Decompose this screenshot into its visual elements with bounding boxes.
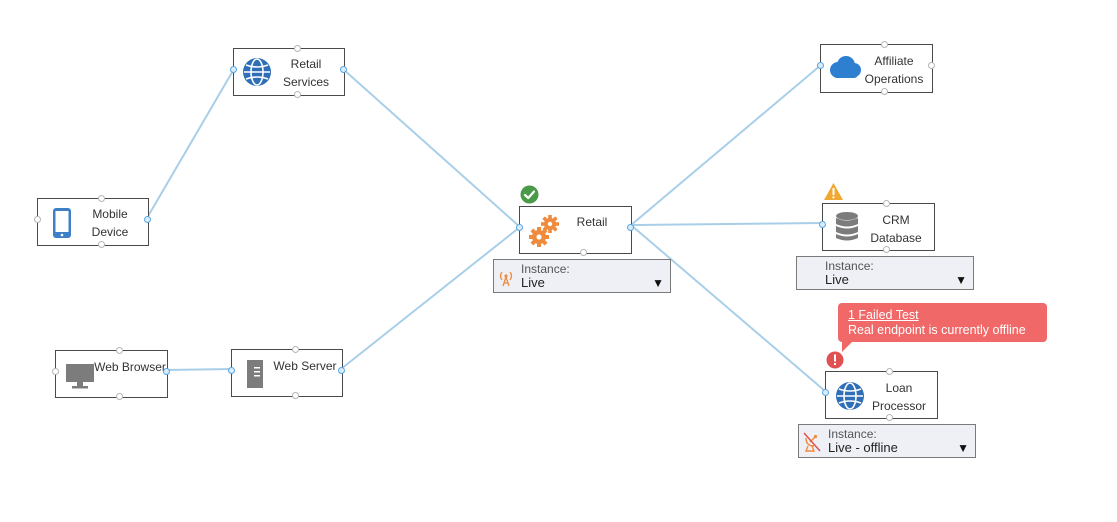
port-left[interactable] (822, 389, 829, 396)
chevron-down-icon: ▼ (955, 273, 967, 287)
port-left[interactable] (819, 221, 826, 228)
cloud-icon (830, 56, 861, 78)
port-bottom[interactable] (292, 392, 299, 399)
port-bottom[interactable] (116, 393, 123, 400)
tooltip-tail (842, 342, 852, 352)
node-label: Web Server (273, 359, 337, 373)
port-right[interactable] (340, 66, 347, 73)
node-retail-services[interactable]: Retail Services (230, 45, 347, 98)
port-top[interactable] (883, 200, 890, 207)
port-left[interactable] (34, 216, 41, 223)
globe-icon (243, 58, 271, 86)
port-bottom[interactable] (886, 414, 893, 421)
instance-select-loan-processor[interactable]: Instance: Live - offline ▼ (798, 424, 976, 458)
failed-test-link[interactable]: 1 Failed Test (848, 308, 919, 322)
node-web-server[interactable]: Web Server (228, 346, 345, 399)
port-top[interactable] (294, 45, 301, 52)
node-label: CRM Database (870, 213, 922, 245)
offline-satellite-icon (803, 432, 821, 452)
port-top[interactable] (116, 347, 123, 354)
node-label: Loan Processor (871, 381, 927, 413)
connector-web-browser-to-web-server (165, 368, 233, 371)
node-affiliate-operations[interactable]: Affiliate Operations (817, 41, 935, 95)
connector-retail-to-loan (630, 224, 826, 392)
connector-retail-to-affiliate (630, 64, 822, 226)
port-left[interactable] (817, 62, 824, 69)
instance-value: Live - offline (828, 440, 898, 455)
port-left[interactable] (228, 367, 235, 374)
instance-value: Live (825, 272, 849, 287)
node-web-browser[interactable]: Web Browser (52, 347, 170, 400)
port-top[interactable] (98, 195, 105, 202)
warning-icon (824, 183, 843, 200)
node-crm-database[interactable]: CRM Database (819, 200, 935, 253)
port-right[interactable] (627, 224, 634, 231)
error-icon (826, 351, 844, 369)
port-top[interactable] (881, 41, 888, 48)
instance-label: Instance: (828, 427, 877, 441)
error-tooltip: 1 Failed Test Real endpoint is currently… (838, 303, 1047, 352)
port-right[interactable] (144, 216, 151, 223)
port-bottom[interactable] (580, 249, 587, 256)
port-top[interactable] (292, 346, 299, 353)
port-right[interactable] (928, 62, 935, 69)
mobile-phone-icon (53, 208, 71, 238)
live-antenna-icon (499, 271, 513, 287)
port-right[interactable] (338, 367, 345, 374)
connector-retail-services-to-retail (342, 68, 521, 228)
port-top[interactable] (886, 368, 893, 375)
port-right[interactable] (163, 368, 170, 375)
node-label: Web Browser (94, 360, 166, 374)
port-bottom[interactable] (98, 241, 105, 248)
connector-retail-to-crm (630, 222, 824, 226)
desktop-monitor-icon (66, 364, 94, 389)
node-loan-processor[interactable]: Loan Processor (822, 368, 938, 421)
connector-web-server-to-retail (340, 226, 521, 370)
connector-mobile-to-retail-services (146, 68, 235, 219)
port-bottom[interactable] (881, 88, 888, 95)
globe-icon (836, 382, 864, 410)
node-label: Affiliate Operations (864, 54, 924, 86)
port-bottom[interactable] (883, 246, 890, 253)
instance-select-retail[interactable]: Instance: Live ▼ (493, 259, 671, 293)
server-tower-icon (247, 360, 263, 388)
instance-label: Instance: (825, 259, 874, 273)
tooltip-message: Real endpoint is currently offline (848, 323, 1026, 337)
ok-check-icon (520, 185, 539, 204)
node-label: Retail Services (282, 57, 329, 89)
node-retail[interactable]: Retail (516, 206, 634, 256)
database-icon (836, 212, 858, 241)
node-label: Mobile Device (91, 207, 129, 239)
port-bottom[interactable] (294, 91, 301, 98)
node-mobile-device[interactable]: Mobile Device (34, 195, 151, 248)
port-left[interactable] (230, 66, 237, 73)
instance-select-crm-database[interactable]: Instance: Live ▼ (796, 256, 974, 290)
port-left[interactable] (52, 368, 59, 375)
instance-value: Live (521, 275, 545, 290)
chevron-down-icon: ▼ (957, 441, 969, 455)
chevron-down-icon: ▼ (652, 276, 664, 290)
node-label: Retail (576, 215, 608, 229)
port-left[interactable] (516, 224, 523, 231)
gears-icon (529, 215, 559, 247)
instance-label: Instance: (521, 262, 570, 276)
